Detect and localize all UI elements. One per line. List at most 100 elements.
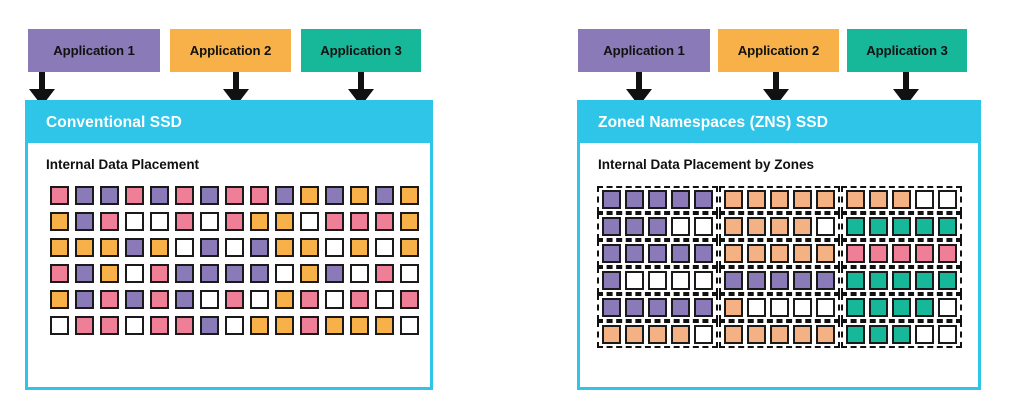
zone-3 <box>841 213 962 240</box>
data-block-purple <box>125 290 144 309</box>
app-box-1-conventional[interactable]: Application 1 <box>28 29 160 72</box>
data-block-orange <box>325 316 344 335</box>
data-block-white <box>350 264 369 283</box>
ssd-subtitle-conventional: Internal Data Placement <box>46 157 200 172</box>
data-block-teal <box>869 271 888 290</box>
data-block-purple <box>375 186 394 205</box>
data-block-white <box>125 264 144 283</box>
data-block-peach <box>625 325 644 344</box>
app-box-label: Application 3 <box>320 43 402 58</box>
data-block-orange <box>400 238 419 257</box>
data-block-teal <box>869 298 888 317</box>
data-block-purple <box>747 271 766 290</box>
data-block-pink <box>250 186 269 205</box>
data-block-purple <box>250 264 269 283</box>
data-block-white <box>375 290 394 309</box>
data-block-white <box>770 298 789 317</box>
arrow-shaft <box>903 72 909 92</box>
data-block-pink <box>350 212 369 231</box>
zone-3 <box>841 321 962 348</box>
arrow-shaft <box>773 72 779 92</box>
app-box-3-zns[interactable]: Application 3 <box>847 29 967 72</box>
data-block-white <box>938 325 957 344</box>
data-block-purple <box>648 244 667 263</box>
data-block-pink <box>375 212 394 231</box>
data-block-peach <box>747 217 766 236</box>
data-block-white <box>375 238 394 257</box>
grid-row <box>50 290 430 309</box>
data-block-orange <box>250 212 269 231</box>
data-block-orange <box>300 264 319 283</box>
zone-2 <box>719 240 840 267</box>
data-block-white <box>694 217 713 236</box>
data-block-pink <box>300 316 319 335</box>
data-block-pink <box>846 244 865 263</box>
data-block-white <box>200 290 219 309</box>
data-block-orange <box>375 316 394 335</box>
data-block-purple <box>200 264 219 283</box>
app-box-2-conventional[interactable]: Application 2 <box>170 29 291 72</box>
data-block-pink <box>175 316 194 335</box>
data-block-peach <box>892 190 911 209</box>
data-block-orange <box>50 238 69 257</box>
data-block-orange <box>275 238 294 257</box>
data-block-peach <box>602 325 621 344</box>
ssd-title-conventional: Conventional SSD <box>28 103 430 143</box>
data-block-teal <box>892 325 911 344</box>
data-block-pink <box>915 244 934 263</box>
data-block-purple <box>694 244 713 263</box>
zone-row <box>597 321 978 348</box>
data-block-white <box>125 316 144 335</box>
grid-row <box>50 316 430 335</box>
data-block-teal <box>846 325 865 344</box>
zone-row <box>597 294 978 321</box>
data-block-peach <box>793 325 812 344</box>
zoned-data-placement-grid <box>580 186 978 348</box>
data-block-purple <box>694 190 713 209</box>
app-box-3-conventional[interactable]: Application 3 <box>301 29 421 72</box>
app-box-2-zns[interactable]: Application 2 <box>718 29 839 72</box>
data-block-pink <box>75 316 94 335</box>
data-block-purple <box>225 264 244 283</box>
data-block-orange <box>50 290 69 309</box>
data-block-peach <box>724 325 743 344</box>
data-block-peach <box>816 325 835 344</box>
data-block-peach <box>747 325 766 344</box>
data-block-orange <box>400 186 419 205</box>
data-block-purple <box>671 298 690 317</box>
data-block-teal <box>846 217 865 236</box>
data-block-white <box>125 212 144 231</box>
data-block-peach <box>846 190 865 209</box>
data-block-pink <box>100 316 119 335</box>
ssd-body-zns: Internal Data Placement by Zones <box>580 143 978 348</box>
data-block-purple <box>625 217 644 236</box>
data-block-teal <box>869 325 888 344</box>
data-block-purple <box>275 186 294 205</box>
data-block-orange <box>50 212 69 231</box>
data-block-orange <box>275 316 294 335</box>
zone-3 <box>841 240 962 267</box>
data-block-pink <box>50 186 69 205</box>
data-block-pink <box>175 212 194 231</box>
ssd-body-conventional: Internal Data Placement <box>28 143 430 335</box>
data-block-pink <box>150 264 169 283</box>
app-box-1-zns[interactable]: Application 1 <box>578 29 710 72</box>
data-block-peach <box>747 190 766 209</box>
data-block-white <box>225 238 244 257</box>
data-block-purple <box>648 217 667 236</box>
zone-2 <box>719 321 840 348</box>
data-block-peach <box>724 244 743 263</box>
data-block-purple <box>250 238 269 257</box>
data-block-orange <box>400 212 419 231</box>
data-block-purple <box>325 186 344 205</box>
zone-row <box>597 186 978 213</box>
data-block-white <box>816 217 835 236</box>
data-block-orange <box>350 238 369 257</box>
data-block-white <box>694 325 713 344</box>
zone-1 <box>597 213 718 240</box>
data-block-white <box>400 316 419 335</box>
data-block-pink <box>225 212 244 231</box>
data-block-purple <box>200 186 219 205</box>
data-block-orange <box>300 186 319 205</box>
